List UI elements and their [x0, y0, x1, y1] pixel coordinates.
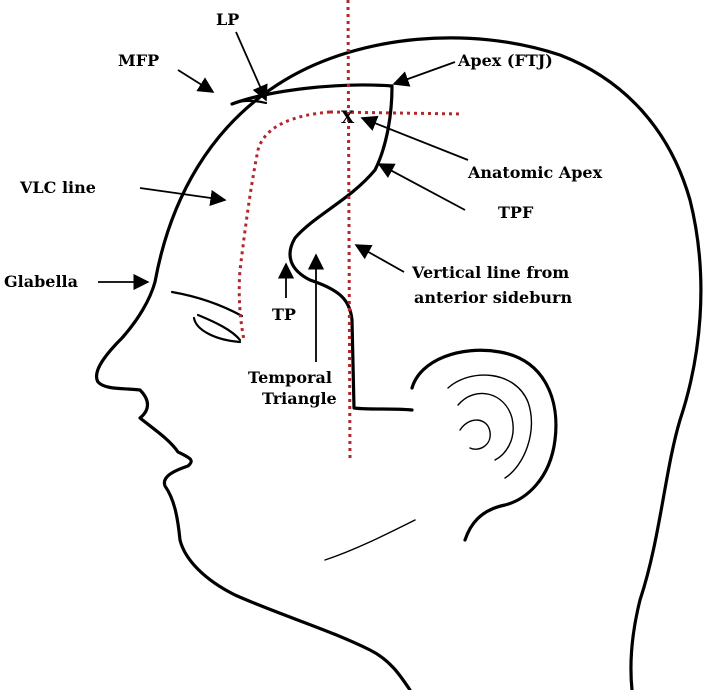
- lp-line: [230, 99, 268, 106]
- anatomic-apex-arrow: [360, 115, 469, 161]
- eye-lower: [192, 316, 242, 344]
- lp-arrow: [235, 31, 268, 102]
- label-temporal-2: Triangle: [262, 389, 337, 408]
- label-vlc-line: VLC line: [19, 178, 96, 197]
- label-apex-ftj: Apex (FTJ): [457, 51, 553, 70]
- ear-outline: [410, 348, 558, 542]
- label-anatomic-apex: Anatomic Apex: [467, 163, 603, 182]
- ear-concha: [459, 419, 491, 450]
- temporal-fusion-outline: [230, 83, 414, 412]
- label-glabella: Glabella: [4, 272, 78, 291]
- vlc-arrow: [139, 187, 227, 206]
- label-tp: TP: [272, 305, 296, 324]
- label-x-mark: X: [341, 108, 355, 128]
- label-tpf: TPF: [498, 203, 534, 222]
- label-vertical-line-1: Vertical line from: [411, 263, 569, 282]
- label-lp: LP: [216, 10, 239, 29]
- jaw-line: [324, 519, 416, 561]
- ear-helix: [447, 374, 533, 479]
- head-outline: [95, 36, 703, 690]
- label-vertical-line-2: anterior sideburn: [414, 288, 572, 307]
- label-mfp: MFP: [118, 51, 159, 70]
- anatomic-apex-horizontal-line: [329, 110, 463, 116]
- vertical-line-arrow: [354, 244, 405, 273]
- tpf-arrow: [377, 163, 466, 211]
- vlc-line: [237, 110, 331, 341]
- apex-ftj-arrow: [392, 61, 456, 87]
- ear-antihelix: [457, 392, 514, 461]
- eye-upper: [196, 313, 242, 342]
- eyebrow: [170, 290, 244, 318]
- mfp-arrow: [177, 69, 215, 93]
- vertical-sideburn-line: [346, 0, 352, 461]
- label-temporal-1: Temporal: [248, 368, 332, 387]
